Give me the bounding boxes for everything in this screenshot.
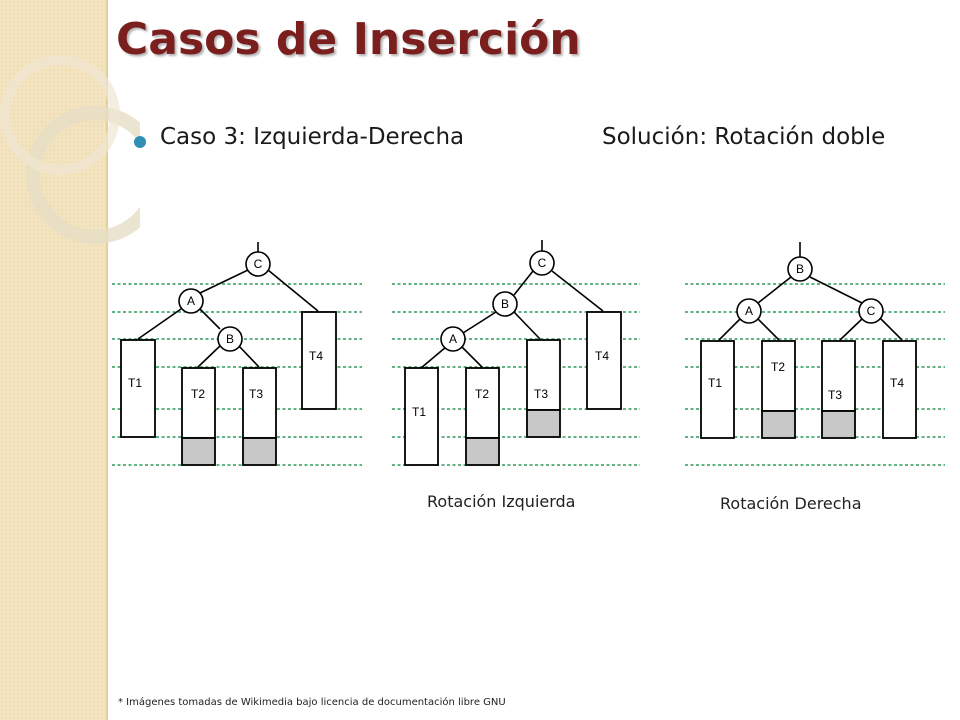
diagram-right-rotation: B A C T1 T2 T3 T4	[685, 242, 945, 466]
subtree-t4-label: T4	[595, 349, 609, 363]
subtree-t3-label: T3	[534, 387, 548, 401]
subtree-t2-label: T2	[475, 387, 489, 401]
subtree-t3-label: T3	[828, 388, 842, 402]
subtree-t1	[700, 340, 735, 439]
case-bullet-text: Caso 3: Izquierda-Derecha	[160, 124, 465, 150]
subtree-t2	[761, 340, 796, 412]
subtree-t3	[242, 367, 277, 439]
slide-title: Casos de Inserción	[116, 14, 581, 65]
node-c-label: C	[538, 256, 547, 270]
node-c	[858, 298, 884, 324]
subtree-t2	[465, 367, 500, 439]
subtree-t1-label: T1	[708, 376, 722, 390]
caption-right-rotation: Rotación Derecha	[720, 494, 862, 513]
node-a-label: A	[187, 294, 195, 308]
solution-text: Solución: Rotación doble	[602, 124, 886, 150]
subtree-t1	[404, 367, 439, 466]
subtree-t4	[882, 340, 917, 439]
subtree-t3-label: T3	[249, 387, 263, 401]
node-b	[492, 291, 518, 317]
subtree-t2-extra-level	[465, 437, 500, 466]
node-c	[245, 251, 271, 277]
decorative-circles	[0, 55, 140, 244]
node-a-label: A	[745, 304, 753, 318]
node-a	[736, 298, 762, 324]
footnote: * Imágenes tomadas de Wikimedia bajo lic…	[118, 697, 506, 708]
node-c-label: C	[254, 257, 263, 271]
node-b-label: B	[226, 332, 234, 346]
subtree-t2-extra-level	[761, 410, 796, 439]
subtree-t1-label: T1	[412, 405, 426, 419]
subtree-t4-label: T4	[309, 349, 323, 363]
node-c	[529, 250, 555, 276]
node-b	[217, 326, 243, 352]
node-c-label: C	[867, 304, 876, 318]
subtree-t2	[181, 367, 216, 439]
subtree-t3-extra-level	[242, 437, 277, 466]
subtree-t2-label: T2	[771, 360, 785, 374]
subtree-t1-label: T1	[128, 376, 142, 390]
subtree-t4-label: T4	[890, 376, 904, 390]
node-a	[440, 326, 466, 352]
subtree-t3	[526, 339, 561, 411]
node-b-label: B	[796, 262, 804, 276]
subtree-t3-extra-level	[821, 410, 856, 439]
bullet-dot	[134, 136, 146, 148]
subtree-t2-extra-level	[181, 437, 216, 466]
subtree-t4	[586, 311, 622, 410]
subtree-t3-extra-level	[526, 409, 561, 438]
caption-left-rotation: Rotación Izquierda	[427, 492, 576, 511]
node-a	[178, 288, 204, 314]
subtree-t4	[301, 311, 337, 410]
node-b-label: B	[501, 297, 509, 311]
node-a-label: A	[449, 332, 457, 346]
diagram-left-rotation: C B A T1 T2 T3 T4	[392, 240, 640, 466]
node-b	[787, 256, 813, 282]
subtree-t1	[120, 339, 156, 438]
diagram-original: C A B T1 T2 T3 T4	[112, 242, 362, 466]
subtree-t2-label: T2	[191, 387, 205, 401]
